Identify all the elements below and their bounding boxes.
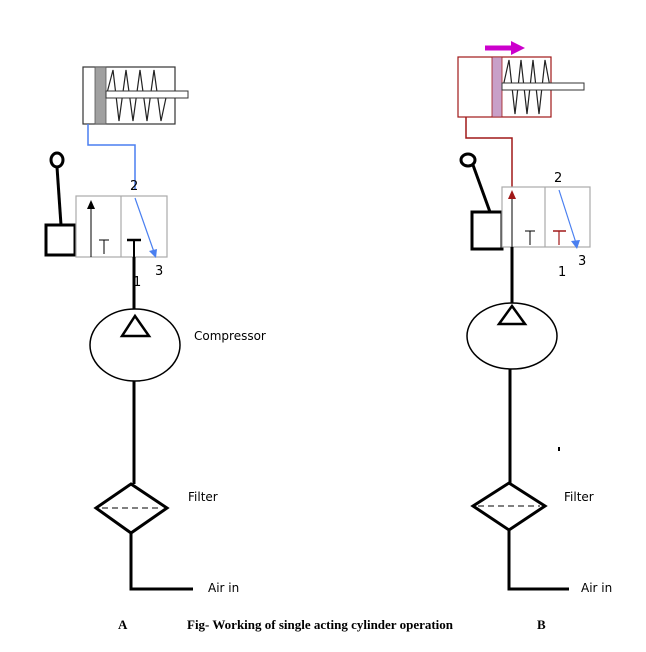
spring-b (502, 59, 551, 115)
intake-line-b (507, 530, 569, 591)
caption-left-tag: A (118, 617, 128, 632)
port-3-label-b: 3 (578, 254, 586, 269)
pressure-line-b (465, 117, 513, 190)
valve-a (75, 195, 168, 258)
piston-rod-b (501, 82, 585, 91)
caption-right-tag: B (537, 617, 546, 632)
port-1-label-b: 1 (558, 265, 566, 280)
air-in-label-a: Air in (208, 581, 240, 595)
piston-rod-a (105, 90, 189, 99)
cylinder-a (82, 66, 189, 125)
port-2-label-b: 2 (554, 171, 562, 186)
circuit-b: 2 3 1 (457, 41, 591, 591)
figure-caption: Fig- Working of single acting cylinder o… (187, 617, 454, 632)
motion-arrow-icon (485, 41, 525, 55)
intake-line-a (129, 533, 193, 591)
piston-b (491, 56, 503, 118)
cylinder-b (457, 56, 585, 118)
exhaust-line-a (87, 124, 136, 190)
stray-dot (558, 447, 560, 451)
air-in-label-b: Air in (581, 581, 613, 595)
port-1-label-a: 1 (133, 275, 141, 290)
filter-label-a: Filter (188, 490, 218, 504)
compressor-a (89, 308, 181, 382)
compressor-label: Compressor (194, 329, 266, 343)
filter-label-b: Filter (564, 490, 594, 504)
port-3-label-a: 3 (155, 264, 163, 279)
valve-b (501, 186, 591, 249)
filter-b (470, 481, 548, 532)
compressor-b (466, 302, 558, 370)
port-2-label-a: 2 (130, 179, 138, 194)
circuit-a: 2 3 1 (44, 66, 193, 591)
filter-a (93, 482, 170, 535)
lever-b (459, 152, 504, 251)
lever-a (44, 151, 77, 257)
piston-a (94, 66, 107, 125)
